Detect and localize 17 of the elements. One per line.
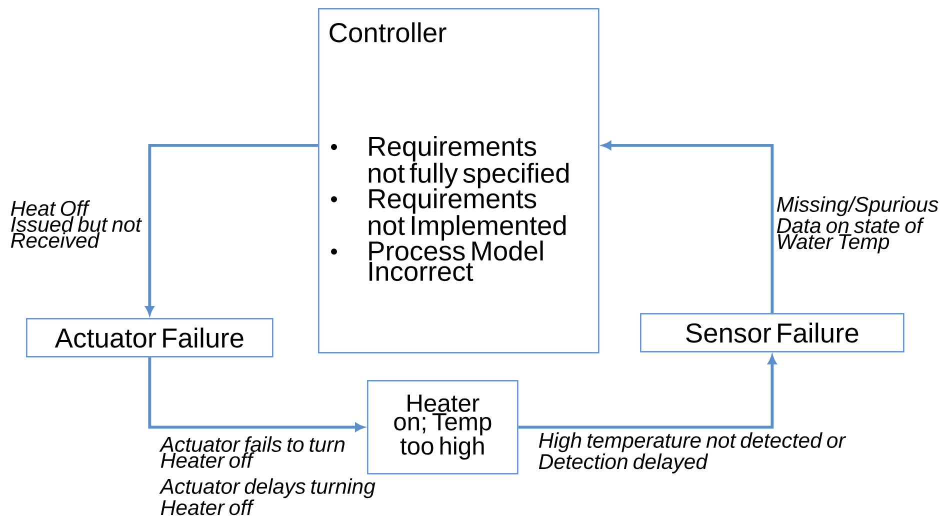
edge-label: Missing/Spurious Data on state of Water Temp <box>776 196 938 254</box>
arrow <box>602 141 774 313</box>
state-box: Heater on; Temp too high <box>367 380 518 474</box>
edge-label: Heat Off Issued but not Received <box>10 200 142 248</box>
bullet-item: Requirements not fully specified <box>368 136 569 188</box>
edge-label: High temperature not detected or Detection delayed <box>538 432 846 474</box>
heading: Controller <box>330 22 446 42</box>
arrow <box>148 357 364 432</box>
bullet-item: Process Model Incorrect <box>369 240 543 282</box>
arrow <box>518 355 776 429</box>
bullet-item: Requirements not Implemented <box>368 188 566 241</box>
edge-label: Actuator fails to turn Heater off <box>159 436 345 468</box>
arrow <box>145 144 318 315</box>
controller-box <box>318 8 600 354</box>
failure-box: Actuator Failure <box>26 318 274 358</box>
failure-box: Sensor Failure <box>640 313 904 352</box>
note: Actuator delays turning Heater off <box>159 478 376 516</box>
